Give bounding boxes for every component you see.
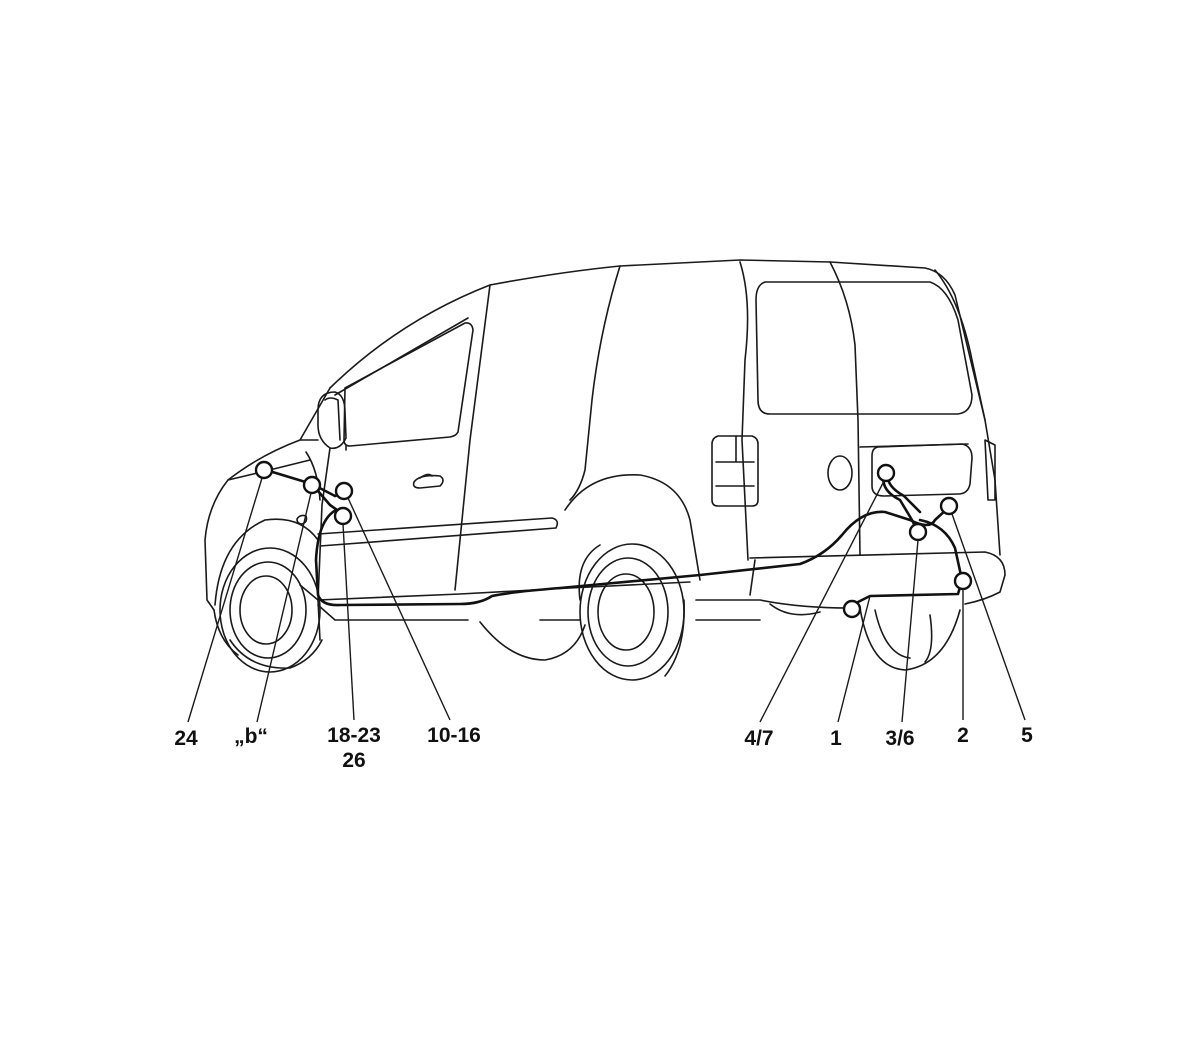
leader-18-23 bbox=[342, 523, 355, 721]
callout-label-24: 24 bbox=[174, 727, 198, 750]
callout-label-4-7: 4/7 bbox=[744, 727, 774, 750]
leader-1 bbox=[837, 595, 871, 723]
connector-markers bbox=[254, 460, 973, 619]
leader-5 bbox=[951, 513, 1026, 721]
connector-b bbox=[302, 475, 322, 495]
connector-4-7 bbox=[876, 463, 896, 483]
callout-label-3-6: 3/6 bbox=[885, 727, 915, 750]
leader-4-7 bbox=[759, 480, 885, 723]
wiring-harness bbox=[264, 468, 964, 608]
callout-label-10-16: 10-16 bbox=[427, 724, 481, 747]
callout-label-b: „b“ bbox=[234, 725, 268, 748]
connector-3-6 bbox=[908, 522, 928, 542]
van-body-outline bbox=[204, 259, 1006, 656]
leader-3-6 bbox=[901, 539, 919, 723]
callout-label-1: 1 bbox=[830, 727, 842, 750]
front-wheel bbox=[214, 518, 323, 673]
callout-label-18-23-26: 18-23 26 bbox=[327, 724, 381, 772]
leader-24 bbox=[187, 477, 263, 723]
connector-10-16 bbox=[334, 481, 354, 501]
leader-lines bbox=[187, 477, 1026, 723]
connector-1 bbox=[842, 599, 862, 619]
connector-5 bbox=[939, 496, 959, 516]
leader-10-16 bbox=[347, 497, 451, 721]
connector-18-23 bbox=[333, 506, 353, 526]
callout-label-2: 2 bbox=[957, 724, 969, 747]
leader-b bbox=[256, 492, 312, 723]
connector-2 bbox=[953, 571, 973, 591]
connector-24 bbox=[254, 460, 274, 480]
side-rear-wheel bbox=[564, 474, 701, 681]
callout-label-5: 5 bbox=[1021, 724, 1033, 747]
far-wheels bbox=[479, 603, 961, 671]
